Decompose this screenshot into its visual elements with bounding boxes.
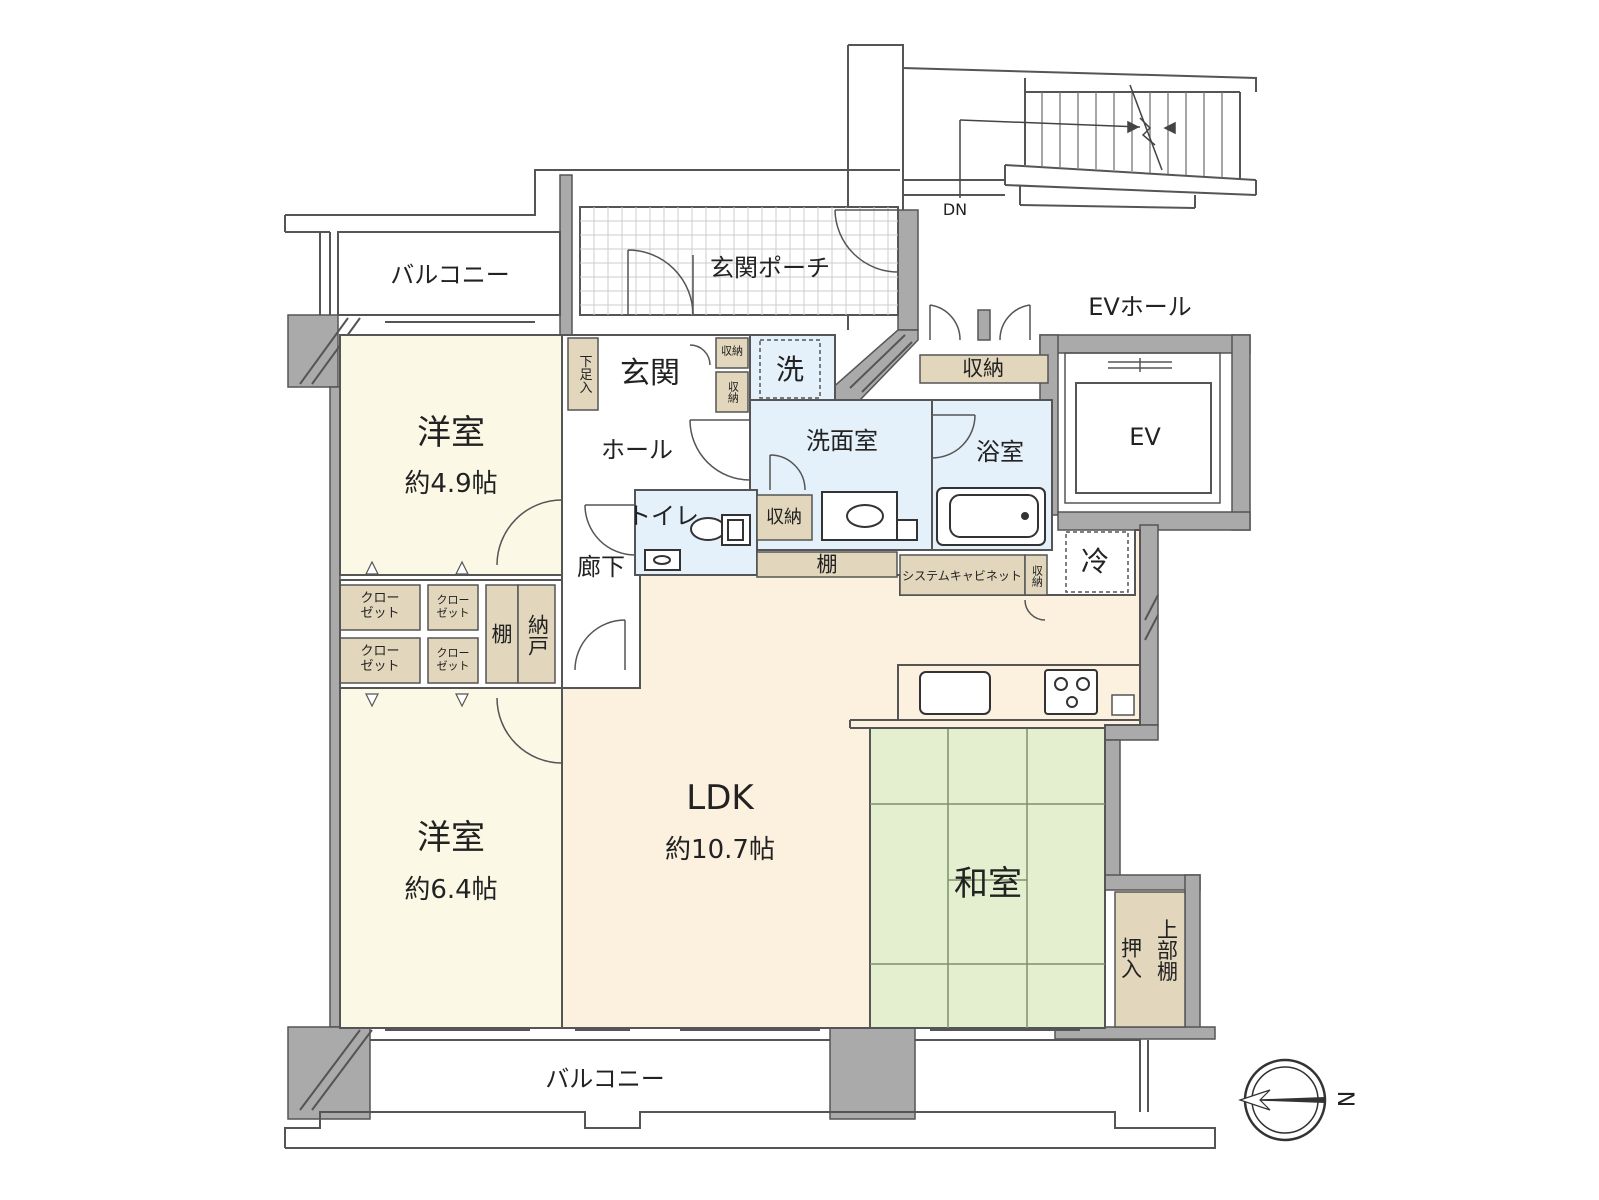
- washer-dashed: [759, 339, 821, 399]
- corridor-label: 廊下: [577, 553, 625, 581]
- storages: [339, 337, 1186, 1028]
- corridor-shelf-label: 棚: [816, 552, 838, 577]
- washroom-storage-label: 収納: [766, 507, 802, 528]
- entrance-porch: [579, 206, 899, 316]
- dn-label: DN: [942, 200, 968, 219]
- kitchen-sink-icon: [919, 671, 991, 715]
- western-room-2: [339, 687, 563, 1029]
- kitchen-storage-label: 収納: [1030, 565, 1044, 587]
- entrance-storage-2-label: 収納: [726, 381, 740, 403]
- elevator: [1075, 382, 1212, 494]
- closet-3-label: クローゼット: [360, 644, 400, 674]
- refrigerator-space: [1065, 531, 1129, 593]
- washer-label: 洗: [775, 353, 805, 386]
- storeroom-shelf-label: 棚: [491, 622, 513, 647]
- ev-label: EV: [1129, 423, 1161, 451]
- toilet-icon: [644, 514, 751, 571]
- tatami-grid: [870, 728, 1105, 1028]
- wall-hatching: [299, 317, 1159, 1111]
- walls: [287, 174, 1251, 1120]
- refrigerator-label: 冷: [1080, 545, 1110, 578]
- upper-shelf-label: 上部棚: [1154, 918, 1179, 982]
- entrance-storage-1-label: 収納: [721, 344, 743, 358]
- ev-hall-storage-label: 収納: [962, 356, 1004, 381]
- balcony-top-outline: [284, 169, 900, 315]
- entrance-porch-label: 玄関ポーチ: [710, 254, 830, 282]
- ldk-label: LDK: [686, 778, 754, 818]
- washroom-label: 洗面室: [806, 427, 878, 455]
- balcony-bottom-outline: [284, 1039, 1216, 1149]
- washer-space: [749, 334, 836, 401]
- entrance-label: 玄関: [620, 356, 680, 391]
- japanese-room-label: 和室: [954, 864, 1022, 904]
- hall-label: ホール: [601, 436, 673, 464]
- bathtub-icon: [936, 487, 1046, 546]
- balcony-top: [337, 231, 561, 316]
- western-room-1-size: 約4.9帖: [404, 469, 498, 499]
- stair-treads: [1041, 92, 1223, 178]
- closet-4-label: クローゼット: [436, 646, 470, 672]
- closet-2-label: クローゼット: [436, 593, 470, 619]
- shoe-storage-label: 下足入: [576, 354, 592, 394]
- balcony-bottom-label: バルコニー: [545, 1065, 665, 1093]
- balcony-top-label: バルコニー: [390, 261, 510, 289]
- compass-north-icon: [1238, 1058, 1327, 1142]
- western-room-2-label: 洋室: [417, 818, 485, 858]
- oshiire-label: 押入: [1118, 937, 1143, 979]
- closet-block: [339, 579, 563, 689]
- ldk-size: 約10.7帖: [665, 835, 775, 865]
- western-room-1: [339, 334, 563, 576]
- porch-tiles: [580, 207, 898, 315]
- system-cabinet-label: システムキャビネット: [902, 569, 1022, 584]
- stair-break-icon: [959, 84, 1176, 198]
- western-room-1-label: 洋室: [417, 413, 485, 453]
- western-room-2-size: 約6.4帖: [404, 875, 498, 905]
- closet-1-label: クローゼット: [360, 591, 400, 621]
- japanese-room: [869, 727, 1106, 1029]
- ev-hall-label: EVホール: [1088, 293, 1192, 321]
- door-swing-icon: [496, 209, 1046, 764]
- toilet-label: トイレ: [627, 502, 699, 530]
- stove-icon: [1044, 669, 1098, 715]
- wash-basin-icon: [821, 491, 918, 541]
- windows: [385, 321, 1080, 1031]
- bathroom-label: 浴室: [976, 438, 1024, 466]
- closet-arrows: [365, 560, 469, 708]
- north-label: N: [1332, 1090, 1357, 1108]
- storeroom-label: 納戸: [525, 614, 550, 656]
